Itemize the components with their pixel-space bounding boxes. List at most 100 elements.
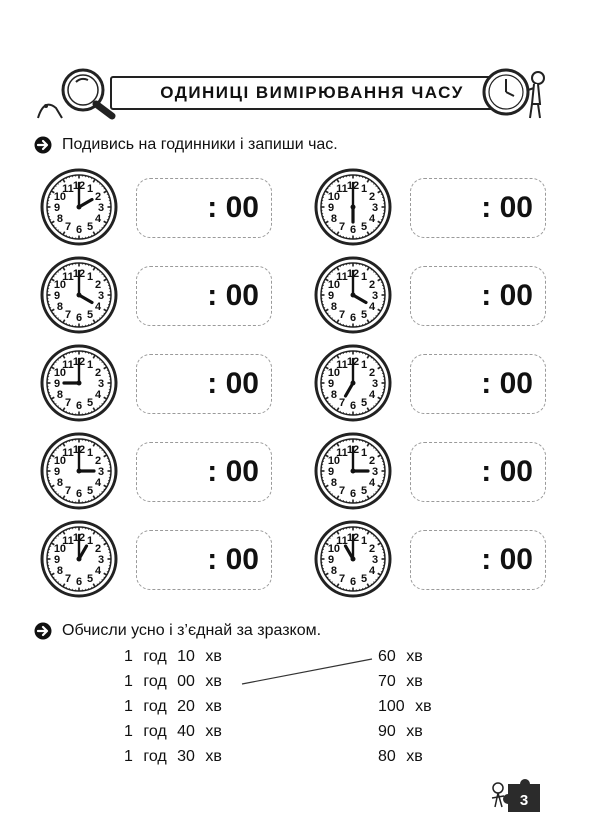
clock-tick (59, 319, 62, 322)
time-answer-field[interactable]: : 00 (136, 354, 272, 414)
answer-minutes-text: : 00 (207, 279, 259, 312)
clock-numeral: 3 (98, 554, 104, 566)
match-left-item[interactable]: 1 год 10 хв (124, 648, 222, 665)
clock-numeral: 4 (369, 389, 376, 401)
clock-tick (333, 495, 336, 498)
clock-tick (331, 581, 333, 584)
clock-tick (103, 363, 106, 366)
clock-numeral: 8 (331, 301, 337, 313)
match-right-item[interactable]: 90 хв (378, 723, 423, 740)
clock-tick (377, 220, 382, 224)
clock-tick (92, 231, 96, 236)
match-right-item[interactable]: 100 хв (378, 698, 432, 715)
clock-tick (103, 488, 106, 491)
clock-center (350, 556, 356, 562)
clock-tick (365, 265, 367, 268)
time-answer-field[interactable]: : 00 (136, 266, 272, 326)
clock-numeral: 2 (369, 455, 375, 467)
match-left-item[interactable]: 1 год 20 хв (124, 698, 222, 715)
match-left-item[interactable]: 1 год 00 хв (124, 673, 222, 690)
clock-tick (103, 187, 106, 190)
clock-center (350, 380, 356, 386)
clock-tick (54, 361, 57, 363)
clock-tick (331, 534, 333, 537)
clock-tick (333, 231, 336, 234)
clock-numeral: 4 (95, 301, 102, 313)
clock-tick (59, 407, 62, 410)
clock-tick (103, 308, 108, 312)
clock-numeral: 8 (57, 389, 63, 401)
clock-tick (377, 572, 382, 576)
clock-tick (103, 454, 108, 458)
match-left-item[interactable]: 1 год 30 хв (124, 748, 222, 765)
clock-tick (106, 545, 109, 547)
clock-tick (65, 322, 67, 325)
clock-tick (339, 441, 341, 444)
clock-numeral: 6 (350, 576, 356, 588)
clock-tick (331, 229, 333, 232)
clock-tick (377, 454, 382, 458)
clock-tick (59, 495, 62, 498)
time-answer-field[interactable]: : 00 (136, 178, 272, 238)
clock-tick (52, 363, 55, 366)
clock-numeral: 8 (331, 565, 337, 577)
clock-numeral: 11 (336, 535, 348, 547)
clock-tick (49, 281, 52, 283)
clock-tick (49, 571, 52, 573)
time-answer-field[interactable]: : 00 (410, 266, 546, 326)
puzzle-piece-icon: 3 (491, 779, 540, 812)
clock-tick (99, 317, 101, 320)
clock-numeral: 2 (369, 367, 375, 379)
clock-numeral: 11 (62, 535, 74, 547)
clock-numeral: 9 (54, 554, 60, 566)
clock-numeral: 6 (76, 576, 82, 588)
time-answer-field[interactable]: : 00 (136, 442, 272, 502)
clock-tick (377, 400, 380, 403)
clock-numeral: 2 (369, 543, 375, 555)
clock-tick (366, 583, 370, 588)
clock-numeral: 1 (361, 359, 367, 371)
clock-tick (65, 498, 67, 501)
time-answer-field[interactable]: : 00 (410, 442, 546, 502)
clock-tick (49, 369, 52, 371)
clock-tick (54, 227, 57, 229)
clock-tick (373, 446, 375, 449)
time-answer-field[interactable]: : 00 (410, 530, 546, 590)
clock-numeral: 4 (95, 389, 102, 401)
clock-tick (331, 493, 333, 496)
clock-tick (377, 396, 382, 400)
clock-tick (380, 457, 383, 459)
clock-tick (326, 488, 329, 491)
clock-tick (331, 405, 333, 408)
clock-tick (377, 451, 380, 454)
clock-tick (375, 185, 378, 187)
clock-tick (106, 571, 109, 573)
clock-tick (373, 182, 375, 185)
clock-tick (101, 185, 104, 187)
answer-minutes-text: : 00 (207, 543, 259, 576)
match-left-item[interactable]: 1 год 40 хв (124, 723, 222, 740)
time-answer-field[interactable]: : 00 (136, 530, 272, 590)
clock-tick (92, 178, 96, 183)
answer-minutes-text: : 00 (481, 543, 533, 576)
clock-tick (377, 363, 380, 366)
time-answer-field[interactable]: : 00 (410, 178, 546, 238)
clock-tick (96, 495, 99, 498)
match-right-item[interactable]: 60 хв (378, 648, 423, 665)
clock-numeral: 2 (369, 279, 375, 291)
clock-tick (328, 403, 331, 405)
clock-tick (96, 356, 99, 359)
clock-tick (323, 395, 326, 397)
clock-numeral: 4 (95, 565, 102, 577)
clock-numeral: 6 (350, 312, 356, 324)
clock-tick (57, 358, 59, 361)
match-right-item[interactable]: 80 хв (378, 748, 423, 765)
clock-tick (328, 273, 331, 275)
clock-tick (365, 322, 367, 325)
time-answer-field[interactable]: : 00 (410, 354, 546, 414)
clock-tick (91, 410, 93, 413)
clock-tick (91, 177, 93, 180)
match-right-item[interactable]: 70 хв (378, 673, 423, 690)
